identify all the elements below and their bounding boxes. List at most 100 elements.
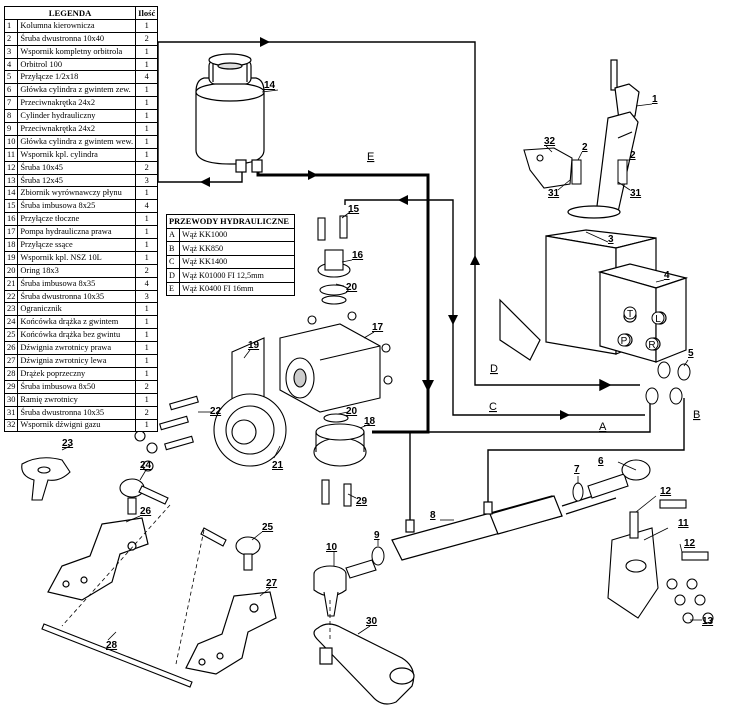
legend-item-qty: 1 <box>135 134 159 149</box>
legend-item-qty: 1 <box>135 109 159 124</box>
legend-item-name: Główka cylindra z gwintem zew. <box>17 83 137 98</box>
callout-17: 17 <box>372 322 384 333</box>
callout-12: 12 <box>684 538 696 549</box>
legend-item-number: 6 <box>3 83 19 98</box>
callout-24: 24 <box>140 460 152 471</box>
legend-item-name: Wspornik dźwigni gazu <box>17 418 137 433</box>
line-label-e: E <box>367 151 374 163</box>
legend-item-qty: 1 <box>135 83 159 98</box>
callout-10: 10 <box>326 542 338 553</box>
hose-description: Wąż KK850 <box>179 241 295 256</box>
callout-28: 28 <box>106 640 118 651</box>
legend-item-number: 8 <box>3 109 19 124</box>
bracket-part-32 <box>523 147 573 189</box>
callout-27: 27 <box>266 578 278 589</box>
legend-item-name: Cylinder hydrauliczny <box>17 109 137 124</box>
legend-item-name: Dźwignia zwrotnicy prawa <box>17 341 137 356</box>
arm-part-30 <box>313 623 415 705</box>
legend-item-number: 30 <box>3 392 19 407</box>
callout-7: 7 <box>574 464 580 475</box>
legend-item-name: Drążek poprzeczny <box>17 366 137 381</box>
hydraulic-line-b <box>487 398 685 505</box>
legend-item-name: Wspornik kompletny orbitrola <box>17 44 137 59</box>
legend-item-qty: 1 <box>135 392 159 407</box>
legend-item-number: 1 <box>3 18 19 33</box>
legend-item-number: 25 <box>3 328 19 343</box>
callout-20: 20 <box>346 406 358 417</box>
legend-item-name: Przeciwnakrętka 24x2 <box>17 122 137 136</box>
hose-description: Wąż KK1000 <box>179 227 295 242</box>
legend-item-name: Końcówka drążka z gwintem <box>17 315 137 330</box>
callout-16: 16 <box>352 250 364 261</box>
rod-end-part-10 <box>313 559 377 617</box>
tie-rod-end-part-24 <box>119 478 169 515</box>
callout-26: 26 <box>140 506 152 517</box>
legend-item-qty: 3 <box>135 289 159 304</box>
hose-letter: B <box>166 241 180 256</box>
fittings-part-5 <box>645 361 691 405</box>
callout-5: 5 <box>688 348 694 359</box>
legend-item-name: Orbitrol 100 <box>17 57 137 72</box>
callout-23: 23 <box>62 438 74 449</box>
legend-item-name: Przyłącze 1/2x18 <box>17 70 137 85</box>
pump-group <box>134 215 393 507</box>
callout-12: 12 <box>660 486 672 497</box>
studs-part-2 <box>571 159 628 185</box>
hose-description: Wąż K01000 FI 12,5mm <box>179 268 295 283</box>
callout-21: 21 <box>272 460 284 471</box>
knuckle-arm-part-26 <box>47 517 149 601</box>
legend-item-qty: 1 <box>135 354 159 368</box>
line-label-d: D <box>490 363 498 375</box>
legend-item-number: 19 <box>3 250 19 265</box>
bolts-part-13 <box>666 578 714 624</box>
callout-11: 11 <box>678 518 689 529</box>
legend-item-qty: 4 <box>135 276 159 291</box>
legend-item-number: 20 <box>3 263 19 278</box>
legend-item-name: Śruba imbusowa 8x35 <box>17 276 137 291</box>
legend-item-qty: 2 <box>135 405 159 420</box>
orbitrol-port-labels: T L P R <box>617 306 665 351</box>
callout-32: 32 <box>544 136 556 147</box>
legend-item-number: 3 <box>3 44 19 59</box>
legend-item-number: 23 <box>3 302 19 317</box>
legend-item-name: Oring 18x3 <box>17 263 137 278</box>
port-label: R <box>648 340 655 351</box>
legend-item-qty: 1 <box>135 186 159 201</box>
legend-item-name: Śruba dwustronna 10x35 <box>17 405 137 420</box>
legend-item-qty: 1 <box>135 122 159 136</box>
hose-letter: A <box>166 227 180 242</box>
legend-item-name: Ramię zwrotnicy <box>17 392 137 407</box>
legend-item-qty: 2 <box>135 379 159 394</box>
hydraulic-line-c <box>344 195 645 420</box>
legend-item-qty: 3 <box>135 173 159 188</box>
callout-25: 25 <box>262 522 274 533</box>
legend-item-qty: 1 <box>135 315 159 330</box>
legend-title: LEGENDA <box>3 6 137 20</box>
callout-22: 22 <box>210 406 222 417</box>
legend-item-qty: 1 <box>135 96 159 111</box>
callout-19: 19 <box>248 340 260 351</box>
cylinder-part-8 <box>391 489 617 561</box>
line-label-c: C <box>489 401 497 413</box>
callout-13: 13 <box>702 616 714 627</box>
callout-31: 31 <box>630 188 642 199</box>
legend-item-number: 2 <box>3 31 19 46</box>
legend-item-qty: 1 <box>135 18 159 33</box>
callout-14: 14 <box>264 80 276 91</box>
legend-item-name: Przyłącze ssące <box>17 238 137 252</box>
